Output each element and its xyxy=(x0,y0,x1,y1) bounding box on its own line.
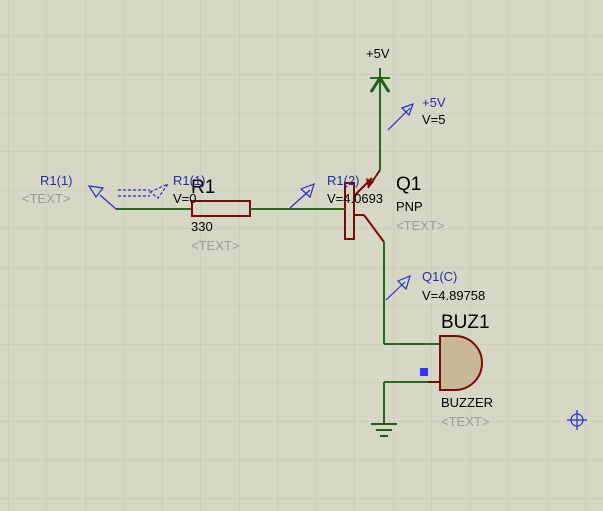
probe-q1c[interactable]: Q1(C) V=4.89758 xyxy=(385,269,485,303)
q1-ref: Q1 xyxy=(396,174,421,195)
emitter-arrow-icon xyxy=(366,178,374,188)
q1-type: PNP xyxy=(396,199,423,214)
r1-value: 330 xyxy=(191,219,213,234)
power-terminal-label: +5V xyxy=(366,46,390,61)
probe-r1-2-value: V=4.0693 xyxy=(327,191,383,206)
probe-supply-name: +5V xyxy=(422,95,446,110)
probe-arrow-icon xyxy=(87,185,117,210)
transistor-q1[interactable]: Q1 PNP <TEXT> xyxy=(344,133,444,344)
probe-r1-1-name: R1(1) xyxy=(40,173,73,188)
probe-arrow-icon xyxy=(118,182,170,199)
buz1-type: BUZZER xyxy=(441,395,493,410)
probe-r1-2-name: R1(2) xyxy=(327,173,360,188)
r1-ref: R1 xyxy=(191,177,215,198)
probe-r1-1-text: <TEXT> xyxy=(22,191,70,206)
probe-arrow-icon xyxy=(387,102,415,131)
probe-r1-in[interactable]: R1(1) V=0 xyxy=(118,173,206,206)
probe-r1-in-value: V=0 xyxy=(173,191,197,206)
buz1-ref: BUZ1 xyxy=(441,312,490,333)
probe-supply-value: V=5 xyxy=(422,112,446,127)
probe-q1c-name: Q1(C) xyxy=(422,269,457,284)
power-terminal[interactable]: +5V xyxy=(366,46,391,133)
ground-terminal[interactable] xyxy=(371,420,397,437)
probe-r1-1[interactable]: R1(1) <TEXT> xyxy=(22,173,117,210)
resistor-r1[interactable]: R1 330 <TEXT> xyxy=(116,177,345,253)
probe-arrow-icon xyxy=(385,274,411,301)
buzzer-buz1[interactable]: BUZ1 BUZZER <TEXT> xyxy=(383,312,493,429)
probe-r1-2[interactable]: R1(2) V=4.0693 xyxy=(289,173,383,209)
q1-text: <TEXT> xyxy=(396,218,444,233)
probe-arrow-icon xyxy=(289,182,315,209)
probe-r1-in-name: R1(1) xyxy=(173,173,206,188)
origin-marker-icon xyxy=(567,410,587,430)
buzzer-pin-marker xyxy=(420,368,428,376)
r1-text: <TEXT> xyxy=(191,238,239,253)
buz1-text: <TEXT> xyxy=(441,414,489,429)
probe-q1c-value: V=4.89758 xyxy=(422,288,485,303)
probe-supply[interactable]: +5V V=5 xyxy=(387,95,446,131)
